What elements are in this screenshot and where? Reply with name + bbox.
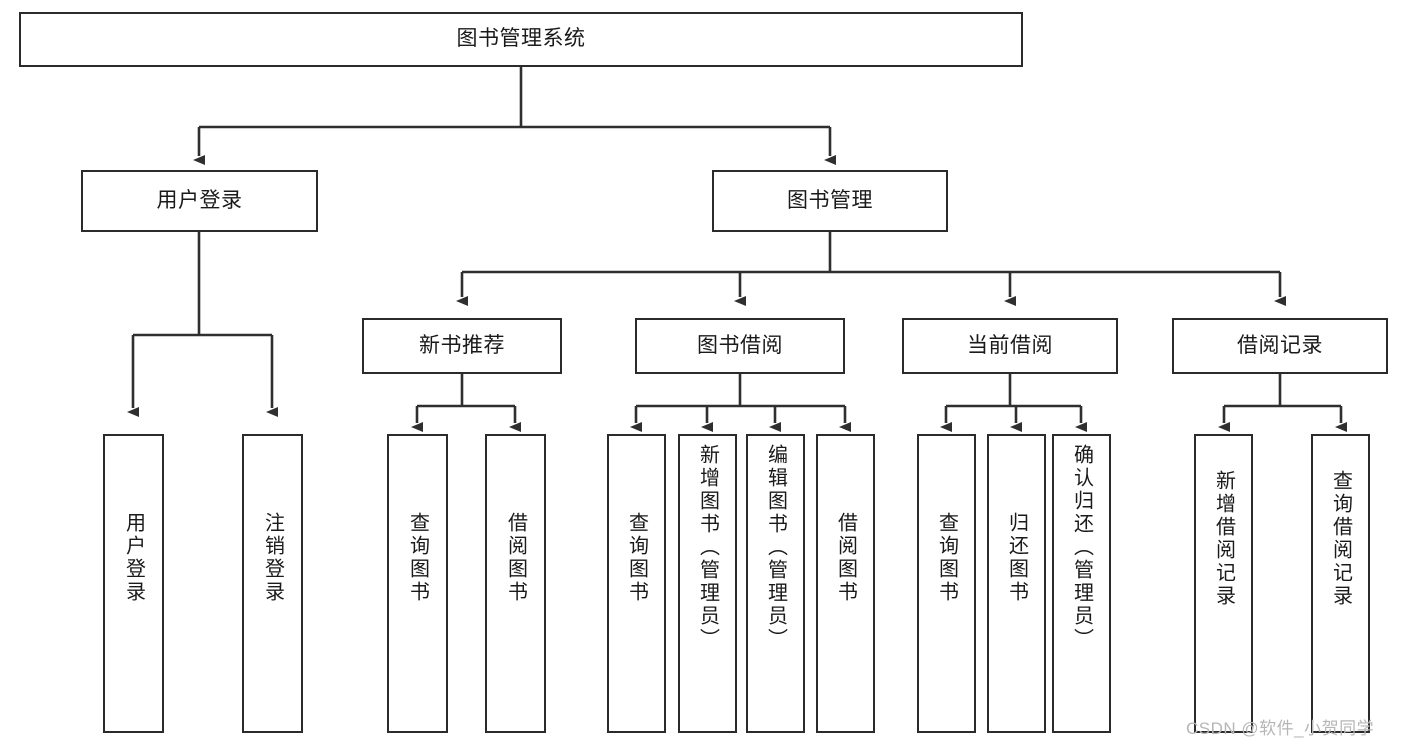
node-root-system[interactable]: 图书管理系统	[19, 12, 1023, 67]
node-label: 当前借阅	[967, 333, 1053, 357]
node-new-book-recommend[interactable]: 新书推荐	[362, 318, 562, 374]
node-label: 归还图书	[1005, 512, 1028, 604]
leaf-current-borrow-confirm-return[interactable]: 确认归还（管理员）	[1052, 434, 1111, 733]
leaf-current-borrow-query-book[interactable]: 查询图书	[917, 434, 976, 733]
leaf-book-borrow-edit-book[interactable]: 编辑图书（管理员）	[746, 434, 805, 733]
node-label: 编辑图书（管理员）	[764, 444, 787, 651]
node-label: 图书管理系统	[456, 27, 586, 51]
leaf-book-borrow-query-book[interactable]: 查询图书	[607, 434, 666, 733]
node-label: 新增借阅记录	[1212, 470, 1235, 608]
node-label: 用户登录	[122, 512, 145, 604]
node-label: 注销登录	[261, 512, 284, 604]
leaf-borrow-record-add-record[interactable]: 新增借阅记录	[1194, 434, 1253, 733]
leaf-new-book-query-book[interactable]: 查询图书	[387, 434, 448, 733]
leaf-current-borrow-return-book[interactable]: 归还图书	[987, 434, 1046, 733]
leaf-user-login-logout[interactable]: 注销登录	[242, 434, 303, 733]
leaf-user-login-login[interactable]: 用户登录	[103, 434, 164, 733]
node-borrow-record[interactable]: 借阅记录	[1172, 318, 1388, 374]
node-label: 新增图书（管理员）	[696, 444, 719, 651]
node-label: 查询图书	[406, 512, 429, 604]
node-label: 新书推荐	[419, 333, 505, 357]
node-label: 用户登录	[156, 188, 243, 212]
node-label: 查询图书	[625, 512, 648, 604]
watermark-text: CSDN @软件_小贺同学	[1186, 719, 1375, 738]
node-book-management[interactable]: 图书管理	[712, 170, 948, 232]
node-label: 查询图书	[935, 512, 958, 604]
node-label: 图书借阅	[697, 333, 783, 357]
node-book-borrow[interactable]: 图书借阅	[635, 318, 845, 374]
node-user-login[interactable]: 用户登录	[81, 170, 318, 232]
node-label: 确认归还（管理员）	[1070, 444, 1093, 651]
leaf-borrow-record-query-record[interactable]: 查询借阅记录	[1311, 434, 1370, 733]
node-label: 图书管理	[787, 188, 873, 212]
node-label: 借阅记录	[1237, 333, 1323, 357]
node-label: 借阅图书	[834, 512, 857, 604]
node-label: 查询借阅记录	[1329, 470, 1352, 608]
leaf-book-borrow-borrow-book[interactable]: 借阅图书	[816, 434, 875, 733]
leaf-book-borrow-add-book[interactable]: 新增图书（管理员）	[678, 434, 737, 733]
node-current-borrow[interactable]: 当前借阅	[902, 318, 1118, 374]
node-label: 借阅图书	[504, 512, 527, 604]
leaf-new-book-borrow-book[interactable]: 借阅图书	[485, 434, 546, 733]
